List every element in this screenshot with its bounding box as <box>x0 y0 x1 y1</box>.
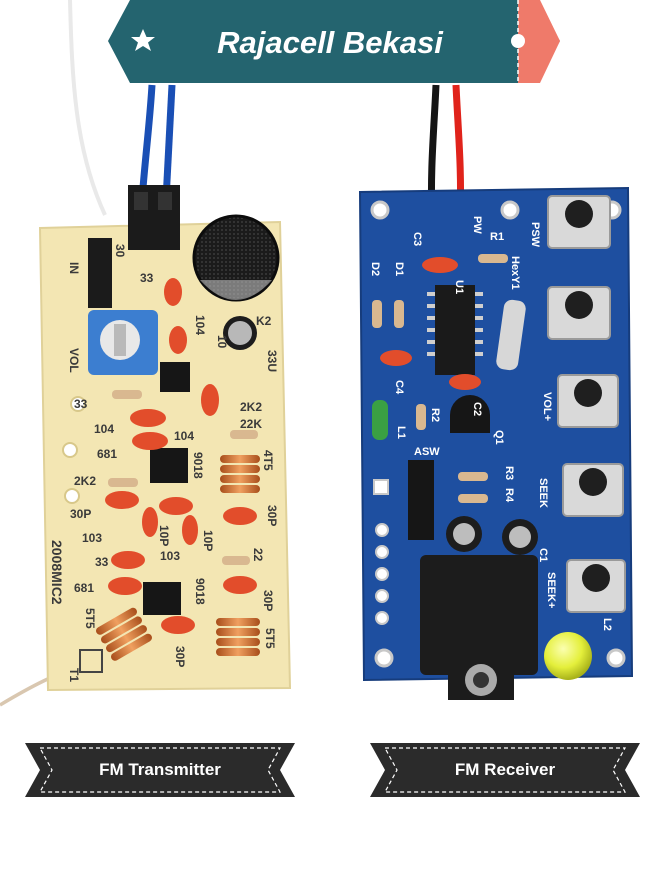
silk-label: PW <box>471 216 483 234</box>
transmitter-label: FM Transmitter <box>99 760 221 779</box>
silk-label: D2 <box>369 262 381 276</box>
silk-label: SEEK <box>537 478 549 508</box>
silk-label: 103 <box>160 549 180 563</box>
silk-label: 30P <box>173 646 187 667</box>
board-print-text: 2008MIC2 <box>49 540 65 605</box>
silk-label: C2 <box>471 402 483 416</box>
silk-label: 30P <box>261 590 275 611</box>
silk-label: 104 <box>193 315 207 335</box>
silk-label: 104 <box>94 422 114 436</box>
silk-label: 10P <box>157 525 171 546</box>
silk-label: C1 <box>537 548 549 562</box>
silk-label: 33 <box>95 555 109 569</box>
silk-label: R4 <box>503 488 515 503</box>
silk-label: VOL <box>67 348 81 373</box>
silk-label: 30 <box>113 244 127 258</box>
silk-label: 9018 <box>193 578 207 605</box>
silk-label: Q1 <box>493 430 505 445</box>
silk-label: R1 <box>490 231 504 243</box>
silk-label: R3 <box>503 466 515 480</box>
silk-label: 2K2 <box>74 474 96 488</box>
silk-label: 5T5 <box>263 628 277 649</box>
silk-label: PSW <box>529 222 541 248</box>
silk-label: 30P <box>265 505 279 526</box>
silk-label: C4 <box>393 380 405 395</box>
banner <box>108 0 560 83</box>
silk-label: T1 <box>67 668 81 682</box>
silk-label: 10P <box>201 530 215 551</box>
silk-label: 22K <box>240 417 262 431</box>
label-ribbon-right <box>370 743 640 797</box>
silk-label: C3 <box>411 232 423 246</box>
silk-label: ASW <box>414 446 440 458</box>
transmitter-board <box>38 84 292 692</box>
label-ribbon-left <box>25 743 295 797</box>
silk-label: 5T5 <box>83 608 97 629</box>
silk-label: 33 <box>74 397 88 411</box>
silk-label: U1 <box>453 280 465 294</box>
white-wire <box>68 0 107 216</box>
silk-label: 9018 <box>191 452 205 479</box>
silk-label: D1 <box>393 262 405 276</box>
silk-label: 681 <box>97 447 117 461</box>
silk-label: SEEK+ <box>545 572 557 608</box>
silk-label: K2 <box>256 314 272 328</box>
silk-label: 22 <box>251 548 265 562</box>
star-icon <box>131 29 155 51</box>
silk-label: 2K2 <box>240 400 262 414</box>
silk-label: 10 <box>215 335 229 349</box>
silk-label: 33 <box>140 271 154 285</box>
silk-label: 103 <box>82 531 102 545</box>
silk-label: L1 <box>395 426 407 439</box>
banner-title: Rajacell Bekasi <box>217 25 443 60</box>
silk-label: 33U <box>265 350 279 372</box>
receiver-label: FM Receiver <box>454 760 556 779</box>
silk-label: 30P <box>70 507 91 521</box>
silk-label: VOL+ <box>541 392 553 421</box>
silk-label: L2 <box>601 618 613 631</box>
receiver-board <box>358 84 634 700</box>
silk-label: HexY1 <box>509 256 521 290</box>
silk-label: 681 <box>74 581 94 595</box>
silk-label: R2 <box>429 408 441 422</box>
silk-label: 104 <box>174 429 194 443</box>
silk-label: IN <box>67 262 81 274</box>
silk-label: 4T5 <box>261 450 275 471</box>
